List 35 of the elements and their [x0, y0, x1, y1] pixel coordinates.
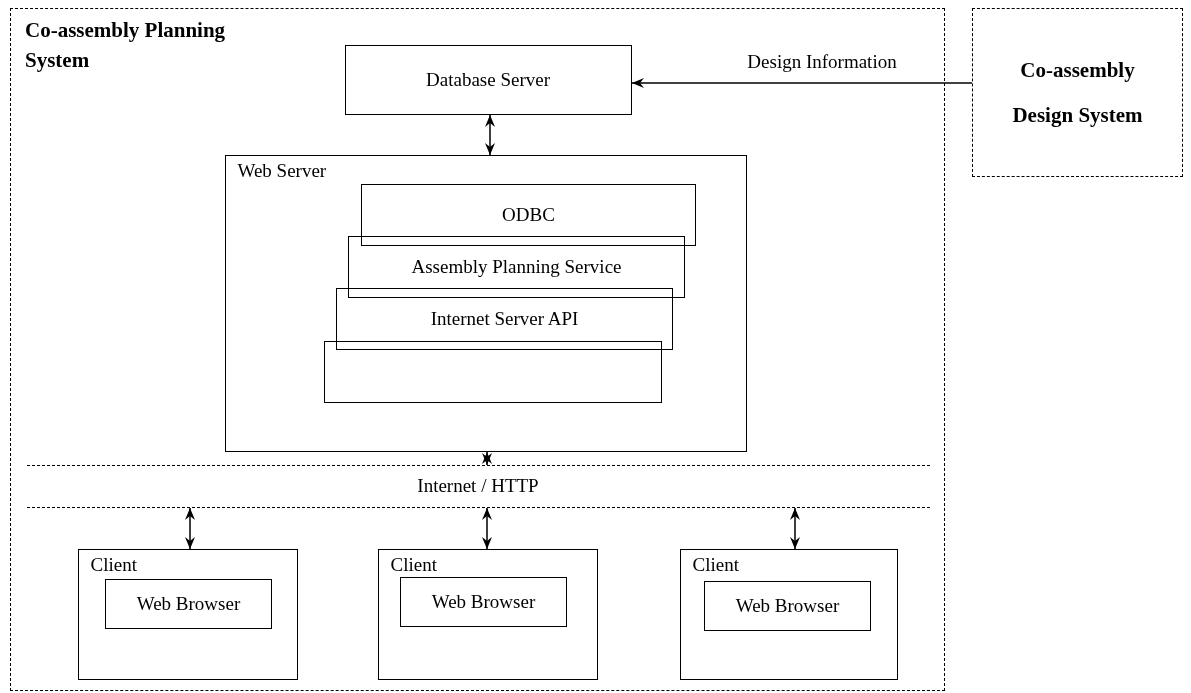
network-band: [26, 464, 930, 508]
arrow: [485, 114, 495, 156]
node-label: Assembly Planning Service: [411, 256, 622, 278]
node-label: ODBC: [502, 204, 555, 226]
arrow: [185, 507, 195, 550]
node-label: Database Server: [426, 68, 550, 91]
node-label: Internet Server API: [430, 308, 579, 330]
container-box: [679, 548, 898, 680]
node-label: Client: [692, 553, 739, 576]
node-label: Web Browser: [431, 591, 536, 613]
edge-label: Design Information: [745, 51, 899, 73]
container-box: [77, 548, 298, 680]
layer-box: [348, 236, 685, 298]
layer-box: [361, 184, 696, 246]
node-label: Web Browser: [735, 595, 840, 617]
arrow: [790, 507, 800, 550]
arrow: [482, 507, 492, 550]
container-box: [377, 548, 598, 680]
node-label: Client: [390, 553, 437, 576]
node-label: Web Browser: [136, 593, 241, 615]
external-system-boundary: [972, 8, 1183, 177]
arrow: [631, 78, 973, 88]
node-label: Co-assembly Planning System: [25, 17, 227, 75]
node-label: Internet / HTTP: [417, 475, 539, 497]
layer-box: [324, 341, 662, 403]
node-label: Client: [90, 553, 137, 576]
component-box: [400, 577, 567, 627]
node-label: Web Server: [237, 159, 327, 182]
container-box: [224, 154, 747, 452]
component-box: [704, 581, 871, 631]
component-box: [344, 44, 632, 115]
layer-box: [336, 288, 673, 350]
node-label: Co-assembly Design System: [1011, 57, 1144, 129]
arrow: [482, 451, 492, 466]
component-box: [105, 579, 272, 629]
